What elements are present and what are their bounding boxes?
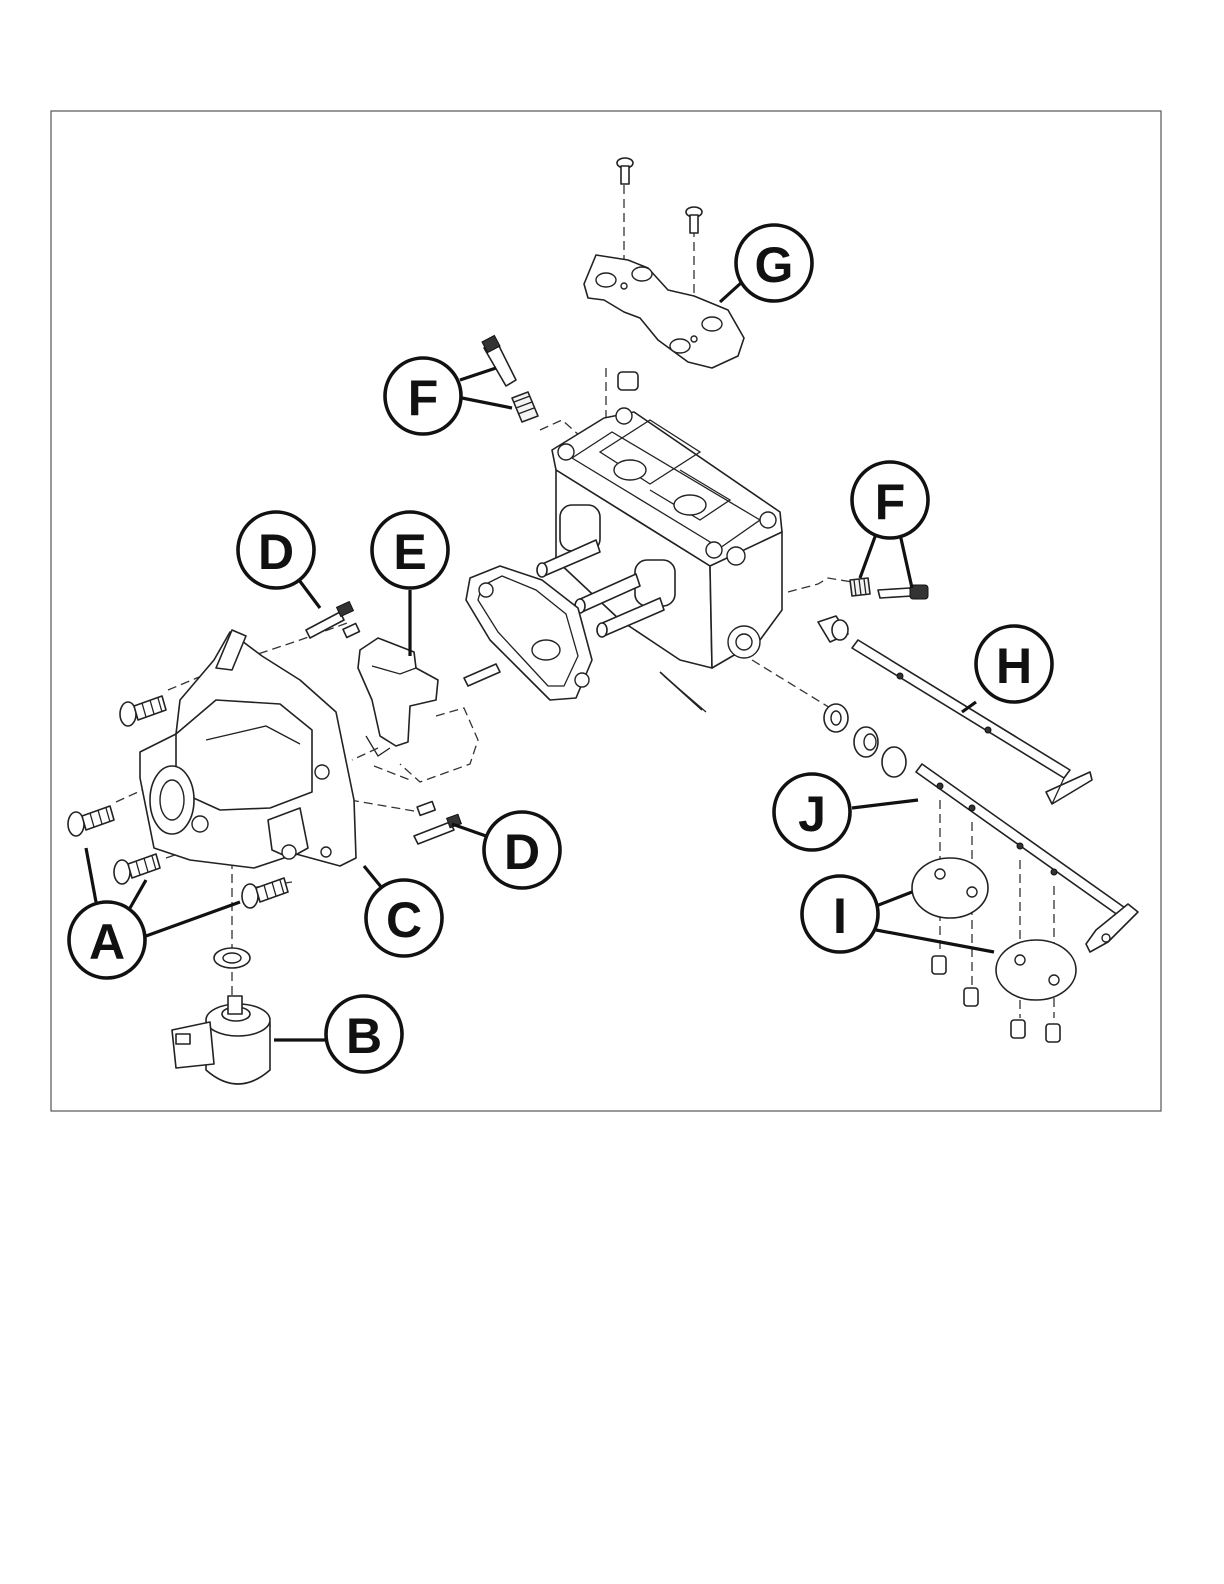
upper-jets [306, 602, 359, 638]
callout-a: A [69, 902, 145, 978]
callout-d-lower: D [484, 812, 560, 888]
callout-i-label: I [833, 888, 847, 944]
right-adjustment-needle [788, 578, 928, 642]
gasket [464, 566, 592, 700]
callout-c: C [366, 880, 442, 956]
callout-h-label: H [996, 638, 1032, 694]
callout-f-left-label: F [408, 370, 439, 426]
callout-b: B [326, 996, 402, 1072]
callout-f-right: F [852, 462, 928, 538]
callout-d-upper-label: D [258, 524, 294, 580]
callout-f-right-label: F [875, 474, 906, 530]
callout-d-upper: D [238, 512, 314, 588]
callout-h: H [976, 626, 1052, 702]
callout-j: J [774, 774, 850, 850]
float [352, 638, 478, 782]
callout-c-label: C [386, 892, 422, 948]
callout-b-label: B [346, 1008, 382, 1064]
callout-g: G [736, 225, 812, 301]
callout-e-label: E [393, 524, 426, 580]
callout-f-left: F [385, 358, 461, 434]
top-plate [584, 255, 744, 368]
callout-d-lower-label: D [504, 824, 540, 880]
callout-j-label: J [798, 786, 826, 842]
callout-g-label: G [755, 237, 794, 293]
callout-i: I [802, 876, 878, 952]
callout-a-label: A [89, 914, 125, 970]
fuel-solenoid [172, 948, 270, 1084]
throttle-plates [912, 858, 1076, 1042]
callout-e: E [372, 512, 448, 588]
top-plate-assembly [584, 158, 744, 368]
lower-jets [414, 802, 461, 844]
